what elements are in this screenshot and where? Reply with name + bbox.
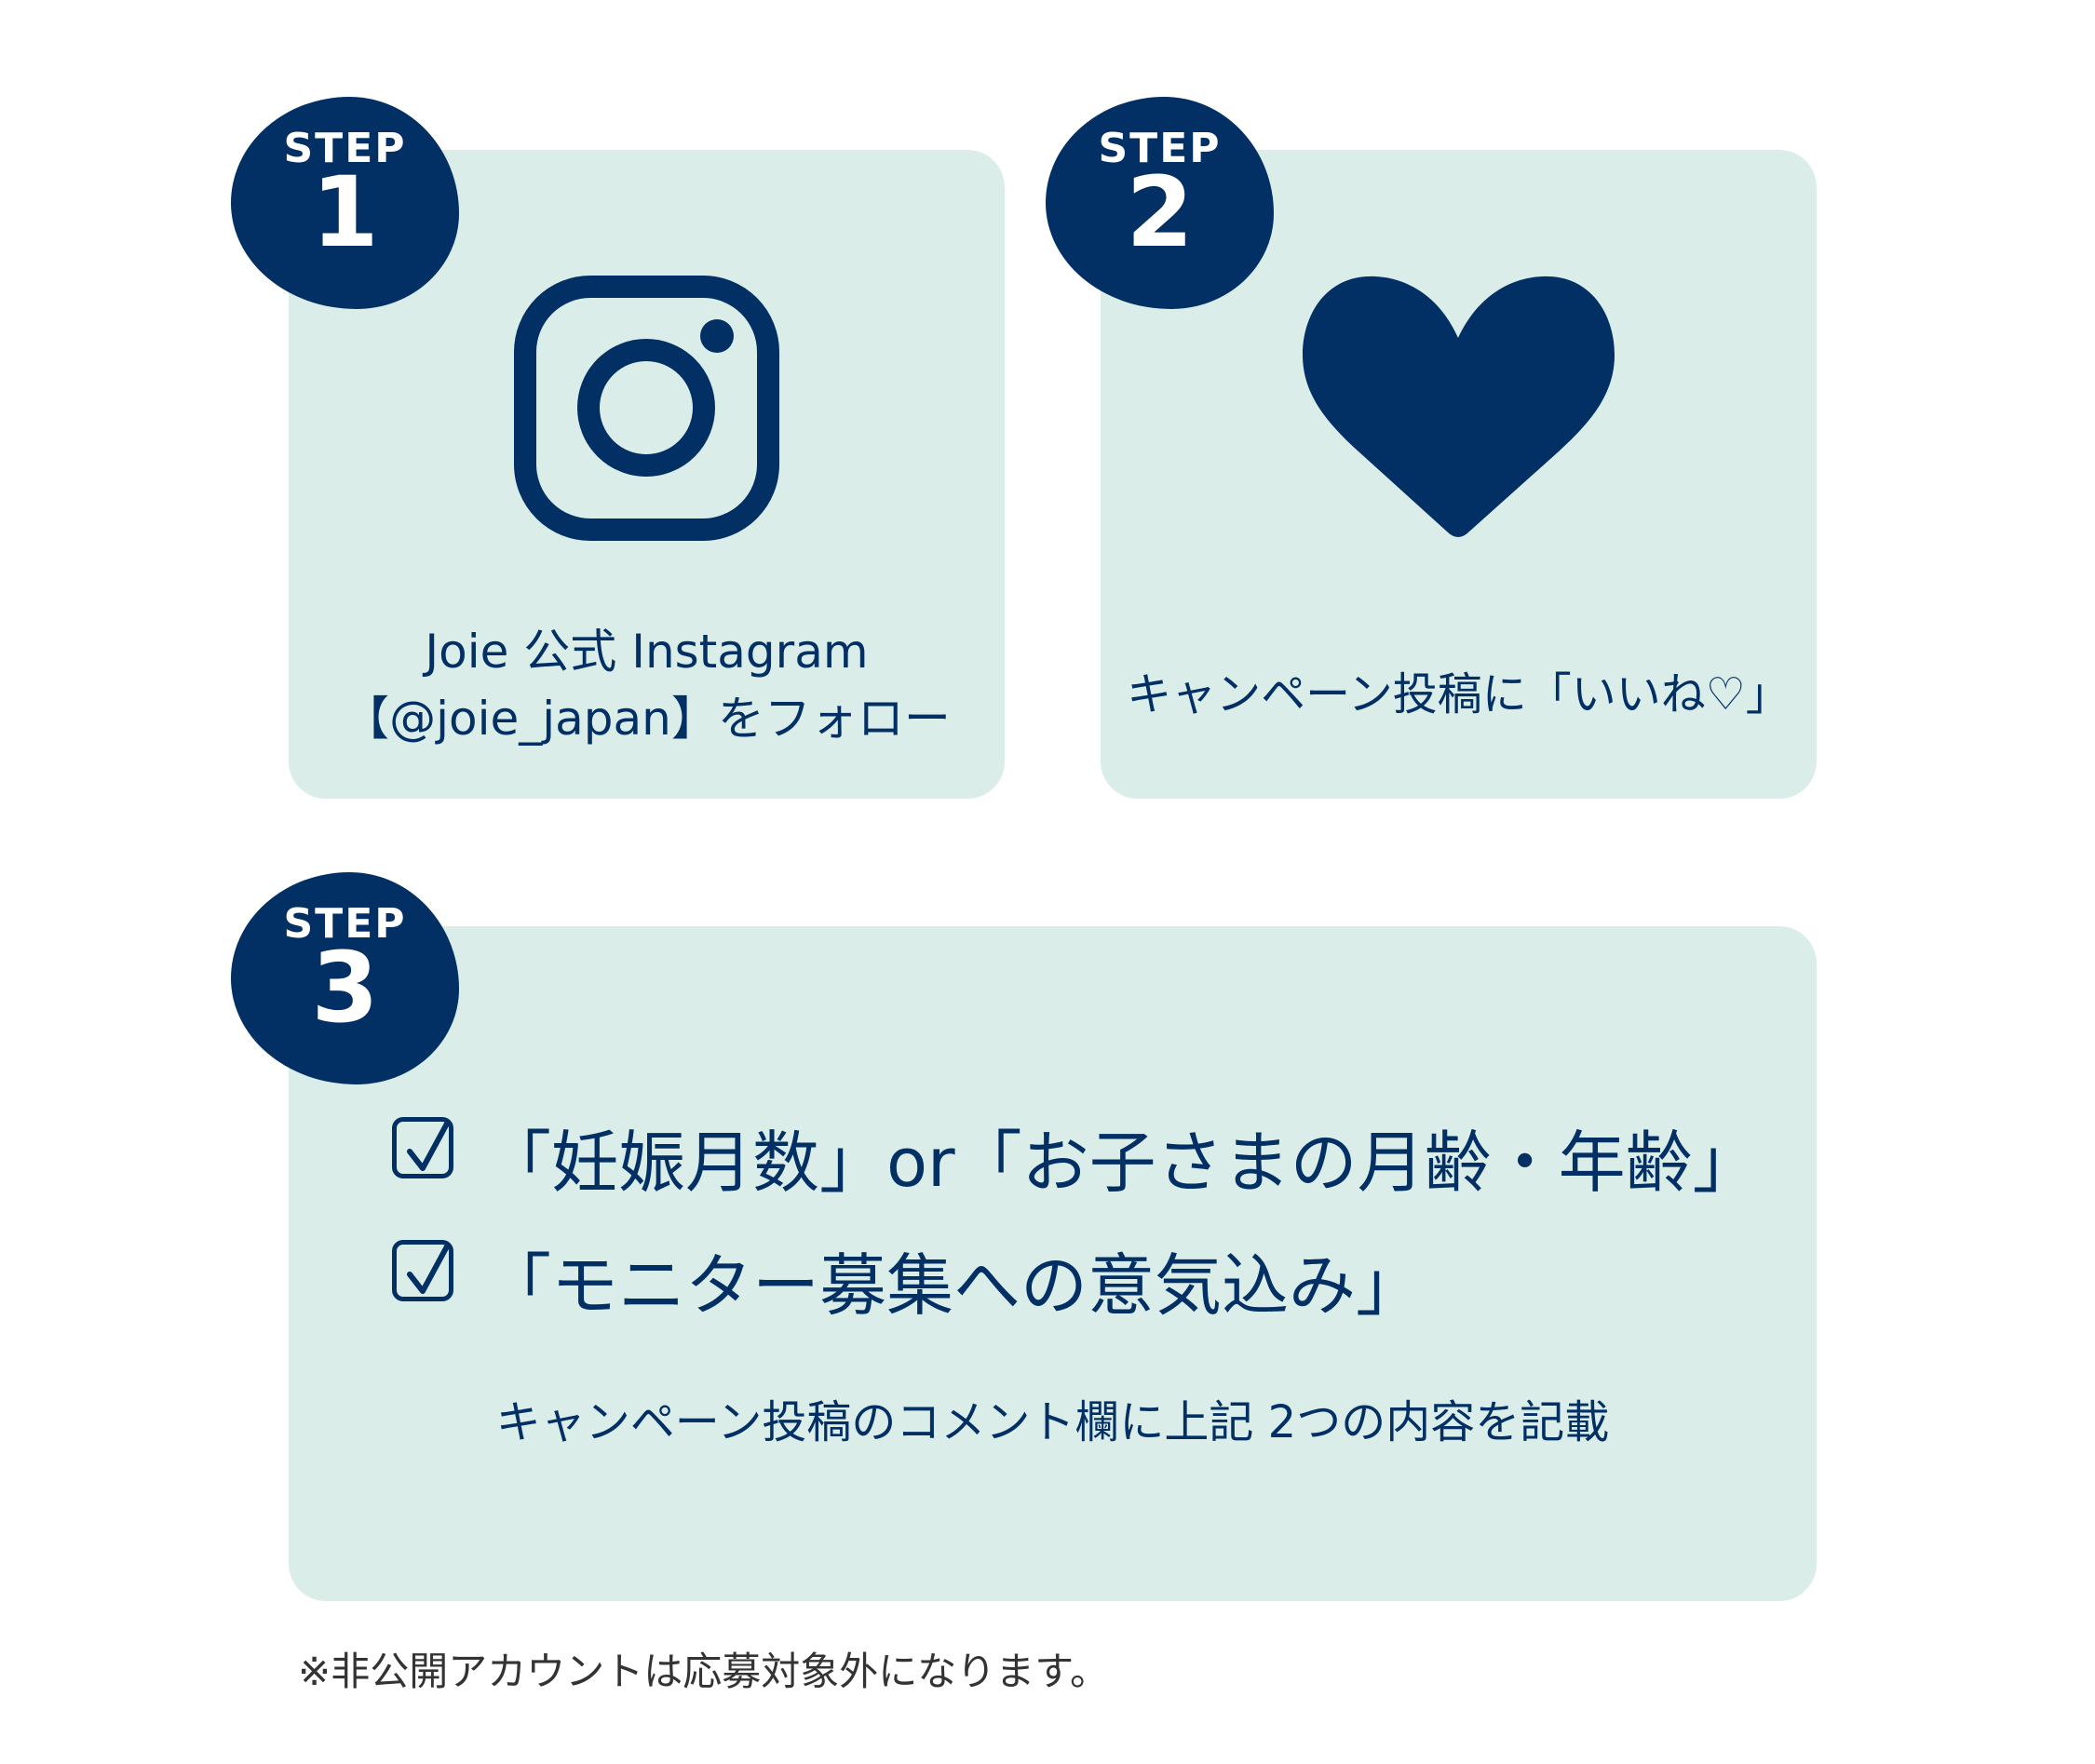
- step-label: STEP: [1098, 125, 1222, 172]
- checkbox-checked-icon: [392, 1117, 453, 1178]
- step1-badge: STEP 1: [231, 97, 459, 309]
- checklist-item-1: 「妊娠月数」or「お子さまの月齢・年齢」: [484, 1124, 1760, 1202]
- step3-badge: STEP 3: [231, 872, 459, 1084]
- footnote: ※非公開アカウントは応募対象外になります。: [298, 1649, 1109, 1694]
- heart-icon: [1303, 276, 1615, 537]
- step-number: 3: [311, 931, 379, 1044]
- step-number: 1: [311, 155, 379, 269]
- step1-text-line2: 【@joie_japan】をフォロー: [343, 692, 951, 746]
- checkbox-checked-icon: [392, 1240, 453, 1301]
- step2-text: キャンペーン投稿に「いいね♡」: [1127, 668, 1791, 720]
- instagram-icon: [514, 276, 779, 541]
- step2-badge: STEP 2: [1046, 97, 1274, 309]
- step1-text-line1: Joie 公式 Instagram: [425, 625, 869, 679]
- checklist-item-2: 「モニター募集への意気込み」: [484, 1246, 1424, 1325]
- step-number: 2: [1126, 155, 1194, 269]
- step3-card: [289, 926, 1817, 1601]
- step3-note: キャンペーン投稿のコメント欄に上記 2つの内容を記載: [495, 1396, 1610, 1448]
- step-label: STEP: [283, 125, 407, 172]
- step-label: STEP: [283, 900, 407, 948]
